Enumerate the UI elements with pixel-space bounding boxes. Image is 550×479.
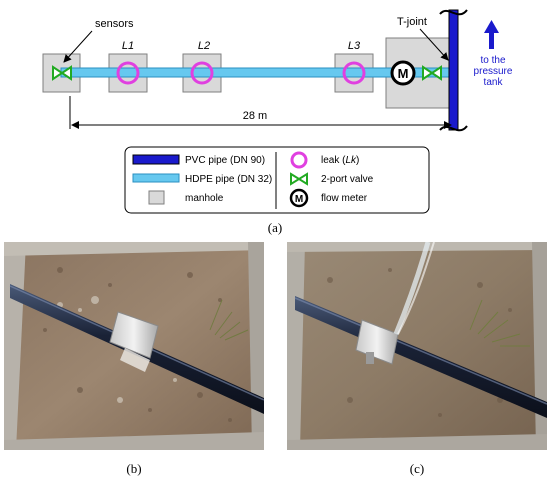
legend-valve-icon	[290, 172, 308, 186]
pressure-tank-label-1: to the	[480, 55, 505, 66]
legend-valve-label: 2-port valve	[321, 174, 374, 185]
photo-c	[287, 242, 547, 450]
leak-label-l2: L2	[198, 40, 210, 52]
pressure-tank-label-2: pressure	[474, 66, 513, 77]
pipe-break-top	[439, 9, 468, 16]
pvc-pipe	[448, 9, 459, 131]
caption-a: (a)	[268, 220, 282, 235]
photo-c-water-jet	[393, 242, 431, 335]
svg-text:M: M	[398, 66, 409, 81]
legend: PVC pipe (DN 90) HDPE pipe (DN 32) manho…	[124, 146, 430, 214]
sensors-label: sensors	[95, 18, 134, 30]
pressure-tank-label-3: tank	[484, 77, 504, 88]
legend-pvc-swatch	[132, 154, 180, 165]
leak-label-l3: L3	[348, 40, 361, 52]
valve-t-joint	[422, 65, 442, 81]
caption-c: (c)	[410, 461, 424, 476]
caption-b: (b)	[126, 461, 141, 476]
legend-hdpe-label: HDPE pipe (DN 32)	[185, 174, 272, 185]
legend-pvc-label: PVC pipe (DN 90)	[185, 155, 265, 166]
t-joint-arrow	[419, 28, 449, 61]
pipeline-schematic: M L1 L2 L3 sensors T-joint to the pressu…	[42, 9, 513, 132]
legend-manhole-label: manhole	[185, 193, 224, 204]
leak-ring-l3	[342, 61, 366, 85]
leak-ring-l1	[116, 61, 140, 85]
legend-leak-label: leak (Lk)	[321, 155, 359, 166]
photo-b-clamp	[109, 311, 159, 359]
leak-ring-l2	[190, 61, 214, 85]
legend-leak-icon	[290, 151, 308, 169]
photo-b	[4, 242, 264, 450]
valve-sensors	[52, 65, 72, 81]
distance-label: 28 m	[243, 110, 267, 122]
photo-c-pipe	[295, 296, 547, 418]
legend-flow-meter-icon: M	[289, 188, 309, 208]
legend-hdpe-swatch	[132, 173, 180, 183]
pressure-tank-arrow	[484, 20, 499, 49]
sensors-arrow	[63, 30, 93, 63]
legend-manhole-swatch	[148, 190, 165, 205]
flow-meter: M	[390, 60, 416, 86]
t-joint-label: T-joint	[397, 16, 427, 28]
legend-flow-meter-label: flow meter	[321, 193, 368, 204]
svg-text:M: M	[295, 194, 303, 205]
legend-box	[124, 146, 430, 214]
leak-label-l1: L1	[122, 40, 134, 52]
